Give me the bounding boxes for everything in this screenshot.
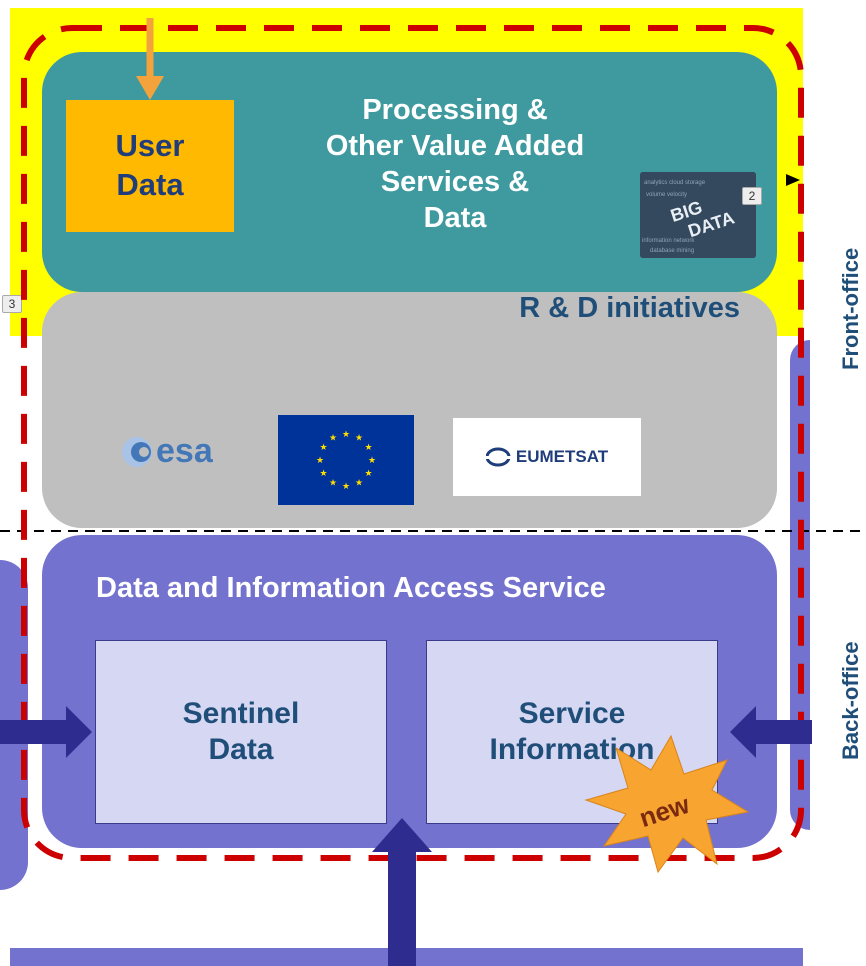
right-arrow-shaft (752, 720, 812, 744)
right-pointer-icon (786, 174, 800, 186)
eu-stars-icon: ★★★★★★★★★★★★ (316, 430, 376, 492)
front-office-label: Front-office (838, 247, 863, 370)
eu-star-icon: ★ (319, 443, 327, 453)
sentinel-data-box: Sentinel Data (95, 640, 387, 824)
user-data-label: User Data (115, 128, 185, 202)
big-data-illustration: analytics cloud storage volume velocity … (640, 172, 756, 258)
footnote-badge-3: 3 (2, 295, 22, 313)
scope-dashed-outline (21, 25, 804, 861)
svg-text:database mining: database mining (650, 248, 694, 254)
eumetsat-swoosh-icon (485, 447, 512, 467)
user-data-box: User Data (66, 100, 234, 232)
service-information-label: Service Information (489, 697, 655, 766)
eu-star-icon: ★ (355, 433, 363, 443)
esa-logo: esa (120, 432, 213, 471)
bottom-arrow-shaft (388, 848, 416, 966)
eu-star-icon: ★ (342, 430, 350, 440)
user-data-arrow-head (136, 76, 164, 100)
right-arrow-head (730, 706, 756, 758)
left-arrow-shaft (0, 720, 68, 744)
eu-star-icon: ★ (329, 433, 337, 443)
svg-text:information network: information network (642, 238, 695, 244)
svg-text:analytics cloud storage: analytics cloud storage (644, 180, 706, 186)
eu-star-icon: ★ (329, 479, 337, 489)
eu-star-icon: ★ (316, 456, 324, 466)
eu-star-icon: ★ (364, 469, 372, 479)
bottom-arrow-head (372, 818, 432, 852)
footnote-badge-2: 2 (742, 187, 762, 205)
eu-star-icon: ★ (368, 456, 376, 466)
eumetsat-logo: EUMETSAT (453, 418, 641, 496)
eu-star-icon: ★ (342, 482, 350, 492)
access-service-title: Data and Information Access Service (96, 572, 606, 604)
esa-emblem-icon (122, 436, 152, 467)
eu-star-icon: ★ (319, 469, 327, 479)
processing-title: Processing & Other Value Added Services … (325, 94, 585, 234)
eu-star-icon: ★ (364, 443, 372, 453)
eu-flag-logo: ★★★★★★★★★★★★ (278, 415, 414, 505)
sentinel-data-label: Sentinel Data (182, 697, 300, 766)
eu-star-icon: ★ (355, 479, 363, 489)
left-arrow-head (66, 706, 92, 758)
svg-text:volume velocity: volume velocity (646, 192, 687, 198)
rd-initiatives-title: R & D initiatives (519, 292, 740, 324)
big-data-image: analytics cloud storage volume velocity … (640, 172, 756, 258)
eumetsat-wordmark: EUMETSAT (515, 447, 609, 466)
new-burst-icon (584, 734, 750, 874)
back-office-label: Back-office (838, 641, 863, 760)
esa-wordmark: esa (156, 432, 213, 470)
